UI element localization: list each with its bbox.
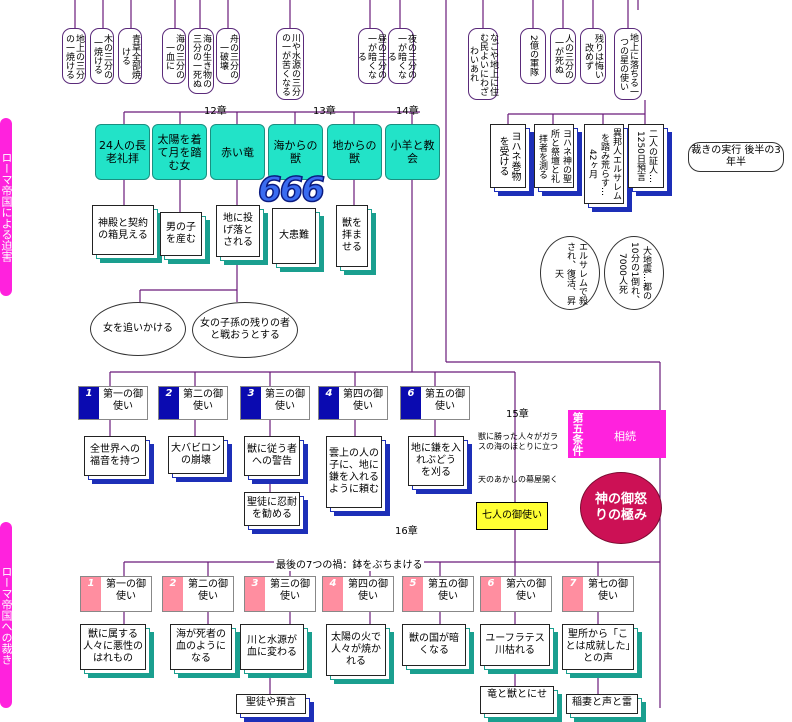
bowl-result-box: 川と水源が血に変わる	[240, 624, 312, 678]
teal-box-lamb: 小羊と教会	[385, 124, 440, 180]
trumpet-box: 残りは悔い改めず	[580, 28, 606, 84]
teal-box-woman: 太陽を着て月を踏む女	[152, 124, 207, 180]
angel-child-box: 獣に従う者への警告	[244, 436, 308, 484]
angel-child-box: 大バビロンの崩壊	[168, 436, 232, 482]
trumpet-box: 海の三分の一血に	[162, 28, 186, 84]
angel-child-box: 全世界への福音を持つ	[84, 436, 154, 484]
angel-child-box: 地に鎌を入れぶどうを刈る	[408, 436, 472, 494]
cloud-war-remnant: 女の子孫の残りの者と戦おうとする	[192, 302, 298, 358]
bowl-result-box: 太陽の火で人々が焼かれる	[326, 624, 394, 684]
trumpet-box: 青草全部焼ける	[118, 28, 142, 84]
wrath-circle: 神の御怒りの極み	[580, 472, 662, 544]
teal-child-box: 大患難	[272, 208, 324, 272]
chapter-label-16: 16章	[395, 526, 418, 537]
cloud-resurrection: エルサレムで殺され、復活、昇天	[540, 236, 600, 310]
ch11-box: ヨハネ巻物を受ける	[490, 124, 534, 196]
teal-box-earth-beast: 地からの獣	[327, 124, 382, 180]
teal-child-box: 神殿と契約の箱見える	[92, 205, 162, 263]
trumpet-box: 2億の軍隊	[520, 28, 546, 84]
side-label-persecution: ローマ帝国による迫害	[0, 118, 12, 296]
bowl-result-box: 獣に属する人々に悪性のはれもの	[80, 624, 154, 678]
chapter-label-13: 13章	[313, 106, 336, 117]
bowl-extra-box: 稲妻と声と雷	[566, 694, 646, 722]
number-666-mark: 666	[257, 169, 325, 211]
trumpet-box: 木の三分の一焼ける	[90, 28, 114, 84]
fifth-condition-panel: 第五条件 相続	[568, 410, 666, 458]
trumpet-box: 地上の三分の一焼ける	[62, 28, 86, 84]
bowls-title: 最後の7つの禍：鉢をぶちまける	[274, 556, 425, 571]
trumpet-box: 地上に落ちる一つの星の使い	[614, 28, 642, 100]
chapter-label-14: 14章	[396, 106, 419, 117]
trumpet-box: なごや地上に住む民よいにわざわいあれ	[468, 28, 498, 100]
teal-child-box: 地に投げ落とされる	[216, 205, 268, 265]
ch11-box: 二人の証人…1250日預言	[628, 124, 672, 196]
trumpet-box: 夜の三分の一が暗くなる	[386, 28, 416, 84]
seven-angels-box: 七人の御使い	[476, 502, 548, 530]
tabernacle-text: 天のあかしの幕屋開く	[478, 475, 558, 484]
fifth-condition-title: 第五条件	[571, 412, 584, 456]
trumpet-box: 昼の三分の一が暗くなる	[356, 28, 386, 84]
teal-box-dragon: 赤い竜	[210, 124, 265, 180]
angel-child-box: 聖徒に忍耐を勧める	[244, 492, 308, 534]
bowl-result-box: 獣の国が暗くなる	[402, 624, 474, 674]
chapter-label-15: 15章	[506, 409, 529, 420]
judgment-execution-box: 裁きの実行 後半の3年半	[688, 142, 784, 172]
bowl-result-box: ユーフラテス川枯れる	[480, 624, 558, 674]
teal-box-sea-beast: 海からの獣	[268, 124, 323, 180]
bowl-extra-box: 聖徒や預言	[236, 694, 314, 722]
bowl-result-box: 聖所から「ことは成就した」との声	[562, 624, 642, 678]
glass-sea-text: 獣に勝った人々がガラスの海のほとりに立つ	[478, 432, 558, 451]
chapter-label-12: 12章	[204, 106, 227, 117]
cloud-chase-woman: 女を追いかける	[90, 302, 186, 356]
trumpet-box: 海の生き物の三分の一死ぬ	[188, 28, 214, 94]
fifth-condition-text: 相続	[614, 430, 636, 443]
teal-child-box: 男の子を産む	[160, 212, 210, 264]
cloud-earthquake: 大地震…都の10分の1倒れ、7000人死	[604, 236, 664, 310]
teal-box-elders: 24人の長老礼拝	[95, 124, 150, 180]
ch11-box: ヨハネ神の聖所と祭壇と礼拝者を測る	[534, 124, 582, 196]
side-label-judgment: ローマ帝国への裁き	[0, 522, 12, 708]
trumpet-box: 舟の三分の一破壊	[216, 28, 240, 84]
angel-child-box: 雲上の人の子に、地に鎌を入れるように頼む	[326, 436, 390, 516]
ch11-box: 異邦人エルサレムを踏み荒らす…42ヶ月	[584, 124, 632, 212]
teal-child-box: 獣を拝ませる	[336, 205, 376, 275]
bowl-extra-box: 竜と獣とにせ	[480, 686, 562, 722]
bowl-result-box: 海が死者の血のようになる	[170, 624, 240, 678]
trumpet-box: 人の三分の一が死ぬ	[550, 28, 576, 84]
trumpet-box: 川や水源の三分の一が苦くなる	[276, 28, 304, 100]
